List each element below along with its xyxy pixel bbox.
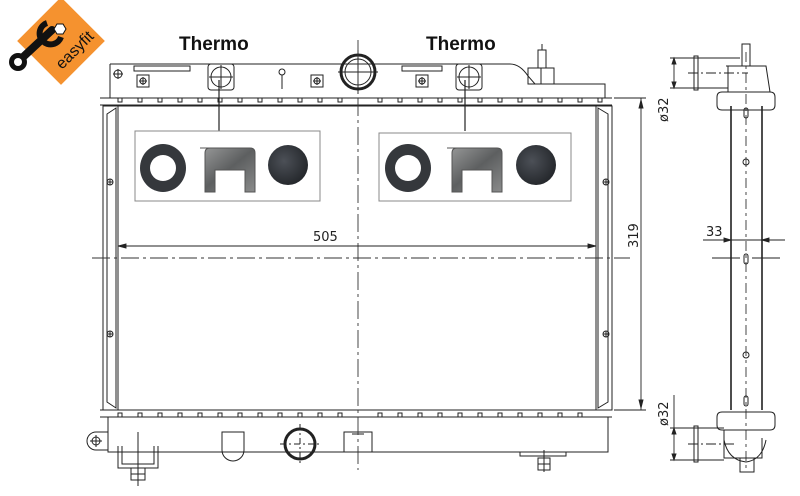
dimension-height (614, 97, 646, 411)
metal-clip-image (200, 147, 256, 193)
dimension-core-thickness-label: 33 (706, 225, 723, 240)
rubber-plug-image (516, 145, 556, 185)
drain-plug (519, 450, 567, 472)
thermo-callout-right: Thermo (426, 34, 496, 55)
bottom-header-teeth (117, 412, 583, 417)
dimension-inlet-diameter-label: ø32 (657, 97, 672, 123)
accessory-kit-right (378, 132, 572, 202)
dimension-outlet-diameter-label: ø32 (657, 401, 672, 427)
easyfit-logo: easyfit (9, 0, 105, 85)
mount-hole-icon (113, 68, 429, 89)
thermo-port-right (455, 63, 483, 91)
dimension-width-label: 505 (313, 230, 338, 245)
wrench-nut-icon (9, 20, 67, 71)
dimension-outlet-diameter (670, 395, 694, 462)
top-header-teeth (117, 98, 603, 103)
bleed-screw (527, 44, 555, 85)
radiator-side-view (688, 43, 780, 473)
accessory-kit-left (134, 130, 321, 202)
dimension-height-label: 319 (627, 223, 642, 248)
thermo-callout-left: Thermo (179, 34, 249, 55)
centerlines (92, 40, 630, 470)
rubber-ring-image (385, 144, 431, 192)
metal-clip-image (447, 147, 503, 193)
thermo-port-left (207, 63, 235, 91)
bottom-boss (221, 431, 245, 462)
radiator-front-view (86, 44, 613, 486)
drain-outlet (280, 424, 320, 464)
rubber-ring-image (140, 144, 186, 192)
bottom-left-mount (86, 431, 159, 486)
dimension-inlet-diameter (670, 56, 694, 90)
rubber-plug-image (268, 145, 308, 185)
dimension-core-thickness (703, 237, 785, 243)
dimension-width (117, 243, 597, 249)
